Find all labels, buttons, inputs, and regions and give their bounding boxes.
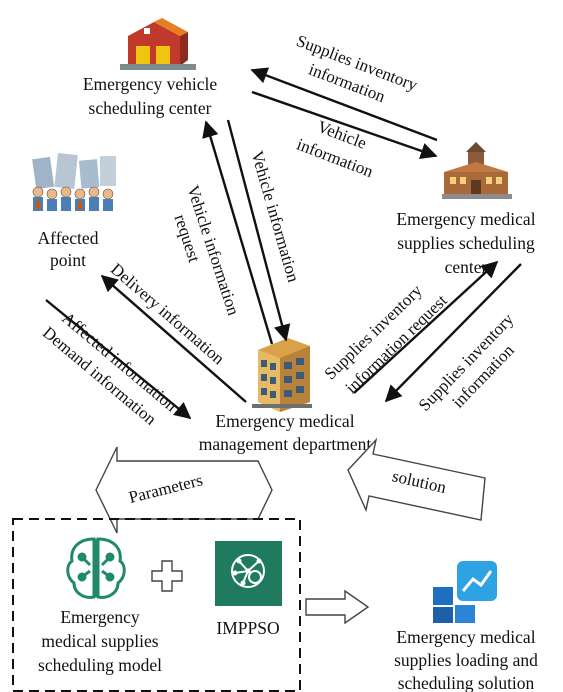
supplies-center-line1: Emergency medical [396, 209, 535, 229]
management-line1: Emergency medical [215, 411, 354, 431]
supplies-center-line2: supplies scheduling [397, 233, 535, 253]
ai-brain-icon [66, 537, 126, 599]
bar-chart-trend-icon [433, 561, 497, 623]
crowd-disaster-icon [32, 153, 116, 211]
arrow-delivery-to-affected [100, 274, 247, 403]
model-line1: Emergency [60, 607, 140, 627]
supplies-center-line3: center [445, 257, 488, 277]
solution-output-line3: scheduling solution [398, 673, 535, 692]
fire-station-icon [120, 18, 196, 70]
model-line3: scheduling model [38, 655, 162, 675]
affected-point-line1: Affected [38, 228, 99, 248]
label-vehicle-information-mid: Vehicle information [247, 149, 303, 285]
vehicle-center-line2: scheduling center [89, 98, 212, 118]
hospital-building-icon [442, 142, 512, 199]
output-hollow-arrow [305, 589, 370, 625]
vehicle-center-line1: Emergency vehicle [83, 74, 217, 94]
plus-sign [151, 560, 183, 592]
solution-hollow-arrow [347, 437, 486, 521]
arrow-request-to-vehicle [202, 120, 274, 345]
arrow-affected-to-management [45, 299, 192, 420]
neural-gear-icon [215, 541, 282, 606]
management-line2: management department [199, 434, 372, 454]
affected-point-line2: point [50, 250, 86, 270]
arrow-vehicle-to-management [226, 119, 291, 342]
office-building-icon [252, 338, 312, 412]
label-delivery-information: Delivery information [107, 259, 229, 368]
algorithm-label: IMPPSO [216, 618, 279, 638]
arrow-supplies-to-management [384, 263, 522, 403]
arrow-request-to-supplies [353, 260, 499, 394]
model-line2: medical supplies [41, 631, 158, 651]
arrow-vehicle-to-supplies [251, 90, 438, 159]
solution-output-line1: Emergency medical [396, 627, 535, 647]
model-container [12, 518, 301, 692]
solution-output-line2: supplies loading and [394, 650, 538, 670]
arrow-supplies-to-vehicle [250, 67, 438, 142]
parameters-hollow-arrow [95, 446, 273, 534]
